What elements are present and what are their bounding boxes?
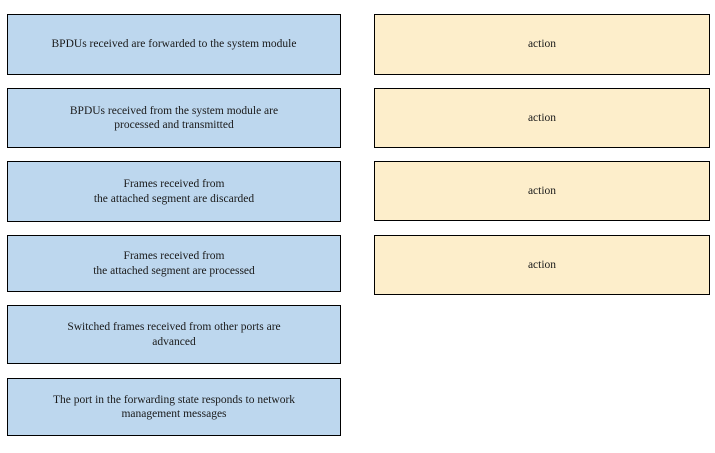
action-card-3-label: action (527, 184, 557, 197)
action-card-4[interactable]: action (374, 235, 710, 295)
statement-card-2-label: BPDUs received from the system module ar… (69, 104, 279, 131)
statement-card-5[interactable]: Switched frames received from other port… (7, 305, 341, 364)
statement-card-4-label: Frames received from the attached segmen… (93, 250, 255, 277)
statement-column: BPDUs received are forwarded to the syst… (7, 14, 341, 436)
statement-card-3-label: Frames received from the attached segmen… (93, 178, 255, 205)
action-card-1[interactable]: action (374, 14, 710, 75)
statement-card-1-label: BPDUs received are forwarded to the syst… (51, 38, 297, 51)
action-card-1-label: action (527, 38, 557, 51)
statement-card-2[interactable]: BPDUs received from the system module ar… (7, 88, 341, 148)
action-card-4-label: action (527, 258, 557, 271)
action-column: action action action action (360, 0, 715, 453)
statement-card-5-label: Switched frames received from other port… (67, 321, 281, 348)
statement-card-6-label: The port in the forwarding state respond… (52, 393, 296, 420)
statement-card-3[interactable]: Frames received from the attached segmen… (7, 161, 341, 222)
action-card-3[interactable]: action (374, 161, 710, 221)
action-card-2[interactable]: action (374, 88, 710, 148)
action-card-2-label: action (527, 111, 557, 124)
statement-card-1[interactable]: BPDUs received are forwarded to the syst… (7, 14, 341, 75)
statement-card-4[interactable]: Frames received from the attached segmen… (7, 235, 341, 292)
statement-card-6[interactable]: The port in the forwarding state respond… (7, 378, 341, 436)
